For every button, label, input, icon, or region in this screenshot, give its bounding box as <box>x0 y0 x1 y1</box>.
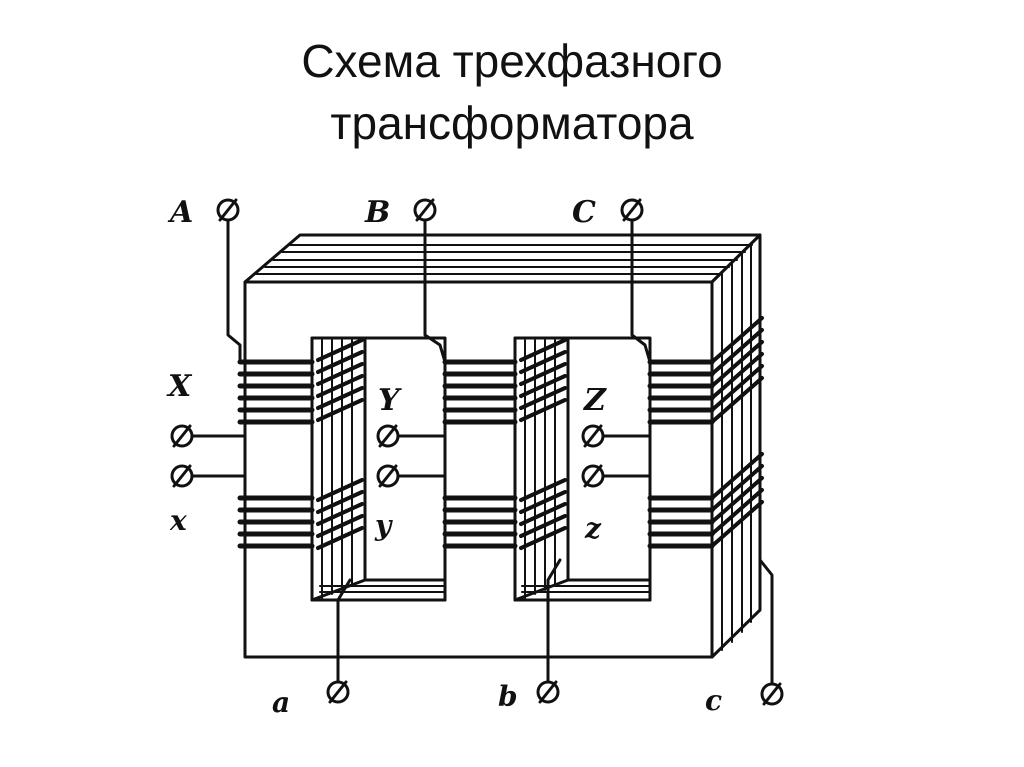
terminal-labels: A B C X Y Z x y z a b c <box>166 195 722 719</box>
terminals <box>170 198 784 706</box>
label-z: z <box>584 512 602 545</box>
label-c: c <box>705 684 722 717</box>
label-A: A <box>167 195 193 230</box>
label-b: b <box>498 680 518 713</box>
label-Z: Z <box>583 383 607 418</box>
label-x: x <box>169 504 187 537</box>
label-Y: Y <box>378 383 402 418</box>
winding-leg-2 <box>442 338 567 550</box>
title-line-1: Схема трехфазного <box>301 35 723 87</box>
label-C: C <box>572 195 596 230</box>
winding-leads <box>184 212 774 690</box>
title-line-2: трансформатора <box>330 97 694 149</box>
winding-leg-3 <box>647 316 764 549</box>
label-y: y <box>374 509 393 542</box>
label-B: B <box>364 195 390 230</box>
label-a: a <box>272 686 290 719</box>
label-X: X <box>166 369 193 404</box>
winding-leg-1 <box>237 338 364 550</box>
slide-title: Схема трехфазного трансформатора <box>0 30 1024 154</box>
core-right-face <box>710 233 762 659</box>
